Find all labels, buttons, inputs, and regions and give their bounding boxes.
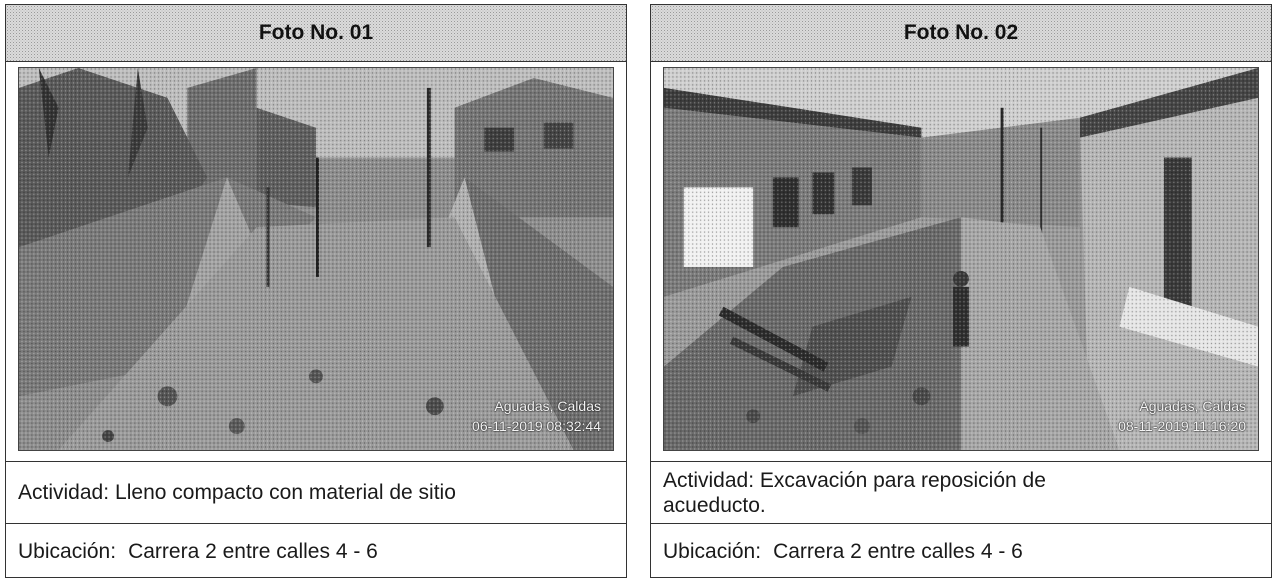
site-photo-street-fill: Aguadas, Caldas 06-11-2019 08:32:44 bbox=[18, 67, 614, 451]
activity-label: Actividad: bbox=[18, 481, 110, 504]
photo-timestamp: Aguadas, Caldas 08-11-2019 11:16:20 bbox=[1118, 396, 1246, 436]
location-label: Ubicación: bbox=[663, 540, 762, 563]
activity-row: Actividad:Lleno compacto con material de… bbox=[6, 461, 626, 523]
stamp-place: Aguadas, Caldas bbox=[1139, 398, 1246, 414]
photo-card-1: Foto No. 01 bbox=[5, 4, 627, 578]
site-photo-excavation: Aguadas, Caldas 08-11-2019 11:16:20 bbox=[663, 67, 1259, 451]
activity-text: Lleno compacto con material de sitio bbox=[115, 481, 456, 504]
location-row: Ubicación: Carrera 2 entre calles 4 - 6 bbox=[6, 523, 626, 579]
photo-title: Foto No. 01 bbox=[6, 5, 626, 62]
location-text: Carrera 2 entre calles 4 - 6 bbox=[773, 540, 1023, 563]
stamp-place: Aguadas, Caldas bbox=[494, 398, 601, 414]
location-label: Ubicación: bbox=[18, 540, 117, 563]
location-text: Carrera 2 entre calles 4 - 6 bbox=[128, 540, 378, 563]
excavation-photo-graphic bbox=[664, 68, 1258, 450]
photo-timestamp: Aguadas, Caldas 06-11-2019 08:32:44 bbox=[472, 396, 601, 436]
street-fill-photo-graphic bbox=[19, 68, 613, 450]
activity-row: Actividad: Excavación para reposición de… bbox=[651, 461, 1271, 523]
stamp-datetime: 06-11-2019 08:32:44 bbox=[472, 418, 601, 434]
photo-title: Foto No. 02 bbox=[651, 5, 1271, 62]
activity-label: Actividad: bbox=[663, 468, 755, 492]
stamp-datetime: 08-11-2019 11:16:20 bbox=[1118, 418, 1246, 434]
activity-text: Excavación para reposición de acueducto. bbox=[663, 468, 1046, 517]
location-row: Ubicación: Carrera 2 entre calles 4 - 6 bbox=[651, 523, 1271, 579]
photo-card-2: Foto No. 02 bbox=[650, 4, 1272, 578]
